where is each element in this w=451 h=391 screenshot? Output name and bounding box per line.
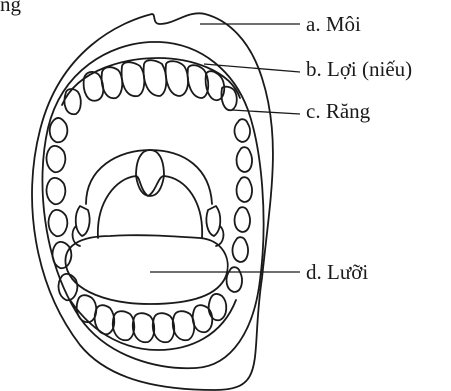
leader-line-gums bbox=[204, 64, 300, 72]
tongue bbox=[65, 235, 227, 304]
label-lips: a. Môi bbox=[306, 14, 361, 35]
uvula bbox=[136, 150, 164, 196]
leader-line-teeth bbox=[232, 110, 300, 114]
tonsils bbox=[73, 206, 224, 246]
lips-outer-outline bbox=[32, 13, 273, 390]
lower-teeth bbox=[77, 294, 227, 342]
throat-inner-arch bbox=[98, 176, 202, 238]
right-side-teeth bbox=[227, 119, 252, 292]
label-gums: b. Lợi (niếu) bbox=[306, 59, 412, 80]
label-tongue: d. Lưỡi bbox=[306, 262, 368, 283]
left-side-teeth bbox=[47, 118, 78, 300]
label-teeth: c. Răng bbox=[306, 101, 370, 122]
